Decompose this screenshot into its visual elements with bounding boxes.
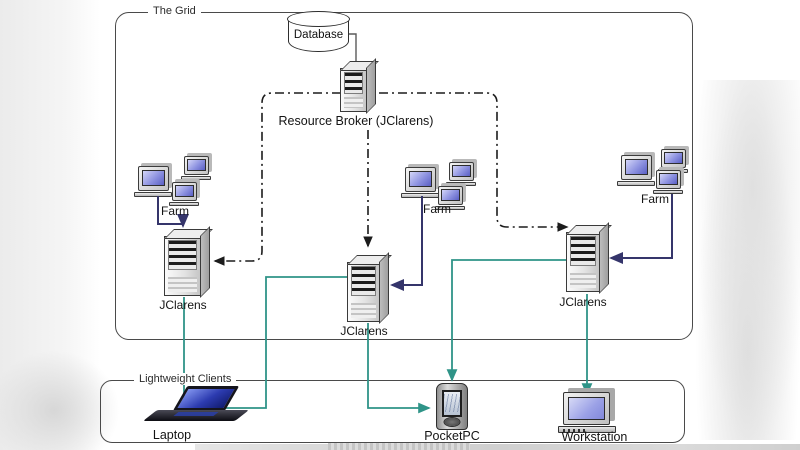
farm-left-computer-small-icon <box>169 182 199 206</box>
workstation-label: Workstation <box>561 430 628 444</box>
monitor <box>656 170 681 189</box>
farm-left-label: Farm <box>161 204 189 218</box>
keyboard <box>134 192 172 197</box>
keyboard <box>617 181 655 186</box>
farm-middle-computer-small-icon <box>446 162 476 186</box>
keyboard <box>401 193 439 198</box>
farm-left-computer-icon <box>134 166 172 197</box>
workstation-icon <box>558 392 616 433</box>
jclarens-left-label: JClarens <box>159 298 207 312</box>
screen <box>441 189 460 201</box>
screen <box>659 173 678 185</box>
monitor <box>184 156 209 175</box>
farm-right-computer-small-icon <box>653 170 683 194</box>
database-label: Database <box>293 29 344 41</box>
screen <box>142 170 165 186</box>
keyboard-keys <box>563 429 585 432</box>
screen <box>625 159 648 175</box>
screen <box>452 165 471 177</box>
resource-broker-server-icon <box>340 68 367 112</box>
bottom-noise-artifact <box>328 443 470 450</box>
monitor <box>405 167 436 192</box>
monitor <box>172 182 197 201</box>
bottom-gray-strip-artifact <box>195 444 800 450</box>
jclarens-left-server-icon <box>164 236 201 296</box>
server-drive-bays <box>344 72 363 94</box>
pocketpc-dpad <box>444 418 460 426</box>
server-drive-bays <box>570 236 596 267</box>
farm-right-label: Farm <box>641 192 669 206</box>
jclarens-right-label: JClarens <box>559 295 607 309</box>
laptop-screen <box>172 386 240 411</box>
database-cylinder: Database <box>287 11 351 52</box>
server-vents <box>351 302 376 318</box>
monitor <box>661 149 686 168</box>
jclarens-middle-server-icon <box>347 262 380 322</box>
resource-broker-label: Resource Broker (JClarens) <box>278 114 434 128</box>
server-vents <box>344 97 363 108</box>
monitor <box>563 392 610 425</box>
screen <box>187 159 206 171</box>
farm-middle-label: Farm <box>423 202 451 216</box>
jclarens-middle-label: JClarens <box>340 324 388 338</box>
the-grid-label: The Grid <box>148 5 201 17</box>
laptop-keyboard <box>173 412 219 416</box>
monitor <box>621 155 652 180</box>
screen <box>409 171 432 187</box>
lightweight-clients-label: Lightweight Clients <box>134 373 237 385</box>
farm-left-computer-small-icon <box>181 156 211 180</box>
screen <box>568 397 605 420</box>
farm-right-computer-icon <box>617 155 655 186</box>
server-drive-bays <box>351 266 376 297</box>
right-blur-artifact <box>695 80 800 440</box>
server-drive-bays <box>168 240 197 271</box>
keyboard <box>558 426 616 433</box>
pocketpc-label: PocketPC <box>424 429 480 443</box>
monitor <box>449 162 474 181</box>
monitor <box>138 166 169 191</box>
laptop-label: Laptop <box>152 428 192 442</box>
pocketpc-screen-scribble <box>444 394 460 412</box>
screen <box>664 152 683 164</box>
server-vents <box>570 272 596 288</box>
pocketpc-icon <box>436 383 468 430</box>
farm-middle-computer-icon <box>401 167 439 198</box>
keyboard <box>181 176 211 180</box>
keyboard <box>653 190 683 194</box>
laptop-icon <box>142 386 252 428</box>
screen <box>175 185 194 197</box>
server-vents <box>168 276 197 292</box>
jclarens-right-server-icon <box>566 232 600 292</box>
